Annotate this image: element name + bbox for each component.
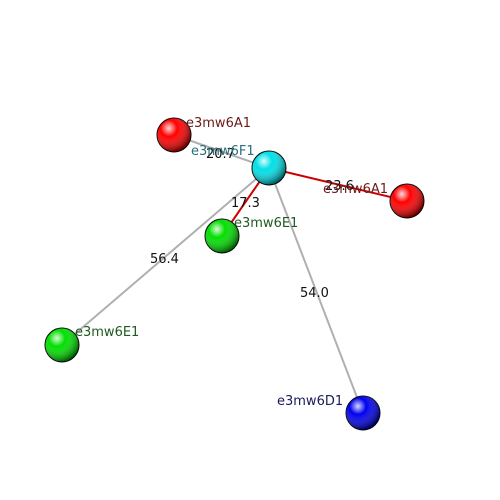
sphere-shading [45,328,79,362]
node-label-e1_left: e3mw6E1 [75,325,139,340]
edge-label-f1-e1_mid: 17.3 [231,196,260,211]
edge-f1-d1 [268,167,364,414]
node-label-a1_right: e3mw6A1 [323,182,388,197]
sphere-shading [157,118,191,152]
sphere-shading [205,219,239,253]
node-e1_mid[interactable] [204,218,240,254]
node-d1[interactable] [345,395,381,431]
node-f1[interactable] [251,150,287,186]
sphere-shading [390,184,424,218]
sphere-shading [252,151,286,185]
edge-f1-e1_left [61,167,270,346]
node-label-e1_mid: e3mw6E1 [234,216,298,231]
node-e1_left[interactable] [44,327,80,363]
edge-label-f1-e1_left: 56.4 [150,252,179,267]
node-a1_right[interactable] [389,183,425,219]
labels-layer: 20.7 23.6 17.3 56.4 54.0 e3mw6F1 e3mw6A1 e3mw6A… [75,116,388,409]
node-label-a1_left: e3mw6A1 [186,116,251,131]
node-a1_left[interactable] [156,117,192,153]
edge-label-f1-d1: 54.0 [300,286,329,301]
node-label-f1: e3mw6F1 [191,144,255,159]
nodes-layer [44,117,425,431]
edge-f1-a1_right [268,167,408,202]
sphere-shading [346,396,380,430]
edge-label-f1-a1_left: 20.7 [206,147,235,162]
edge-label-f1-a1_right: 23.6 [325,179,354,194]
node-label-d1: e3mw6D1 [277,394,343,409]
edges-layer [61,134,408,414]
